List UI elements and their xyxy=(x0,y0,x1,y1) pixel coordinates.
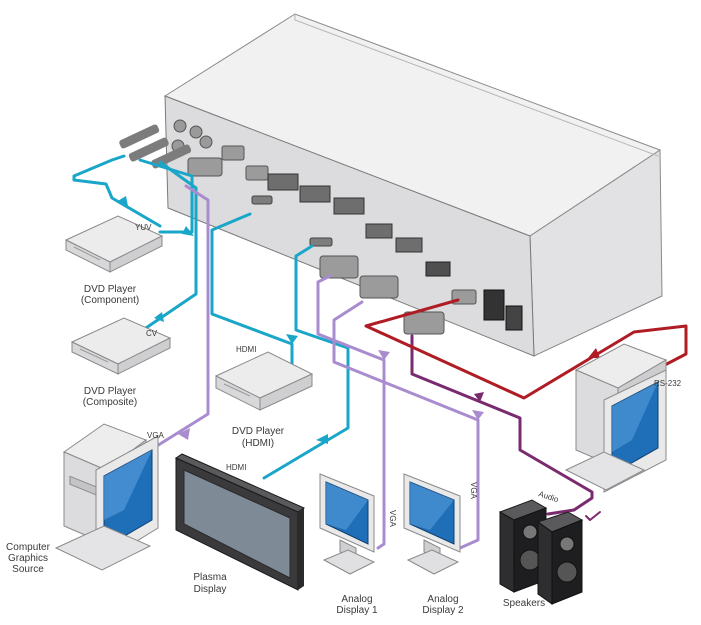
vga-output-label-2: VGA xyxy=(469,482,478,500)
rs232-label: RS-232 xyxy=(654,379,682,388)
plasma-label-1: Plasma xyxy=(193,572,227,583)
computer-label-1: Computer xyxy=(6,542,51,553)
terminal-block xyxy=(395,237,423,253)
vga-output-cable-2 xyxy=(332,300,480,550)
dvd-player-hdmi xyxy=(214,351,314,411)
vga-output-cable-1 xyxy=(316,274,386,550)
cable-arrows xyxy=(116,196,600,444)
cv-cable xyxy=(138,160,198,334)
plasma-label-2: Display xyxy=(194,584,227,595)
audio-cable xyxy=(410,334,594,516)
hdmi-port xyxy=(251,195,273,205)
vga-port xyxy=(245,165,269,181)
yuv-cable xyxy=(72,154,162,228)
dvd-component-label-1: DVD Player xyxy=(84,284,137,295)
vga-output-label-1: VGA xyxy=(388,510,397,528)
terminal-block xyxy=(267,173,299,191)
dvd-composite-label-2: (Composite) xyxy=(83,397,137,408)
hdmi-output-label: HDMI xyxy=(226,463,246,472)
switcher-unit xyxy=(163,13,663,357)
cables xyxy=(72,154,688,550)
analog2-label-1: Analog xyxy=(427,594,458,605)
speakers-label: Speakers xyxy=(503,598,545,609)
dvd-component-label-2: (Component) xyxy=(81,295,139,306)
analog1-label-2: Display 1 xyxy=(336,605,378,616)
dvd-composite-label-1: DVD Player xyxy=(84,386,137,397)
analog-display-1 xyxy=(319,473,376,575)
analog2-label-2: Display 2 xyxy=(422,605,464,616)
terminal-block xyxy=(365,223,393,239)
terminal-block xyxy=(299,185,331,203)
terminal-block xyxy=(333,197,365,215)
analog1-label-1: Analog xyxy=(341,594,372,605)
audio-cable-b xyxy=(585,511,601,521)
hdmi-output-cable xyxy=(262,244,350,480)
dvd-player-composite xyxy=(70,317,172,375)
dvd-hdmi-label-1: DVD Player xyxy=(232,426,285,437)
power-switch xyxy=(505,305,523,331)
vga-input-cable xyxy=(142,184,210,456)
computer-source xyxy=(54,423,159,571)
speakers xyxy=(498,499,584,605)
dvd-hdmi-label-2: (HDMI) xyxy=(242,438,274,449)
computer-label-2: Graphics xyxy=(8,553,48,564)
yuv-label: YUV xyxy=(135,223,152,232)
rear-panel-connectors xyxy=(119,119,523,335)
power-inlet xyxy=(483,289,505,321)
labels: YUV CV HDMI VGA HDMI VGA VGA Audio RS-23… xyxy=(6,223,682,616)
vga-port xyxy=(221,145,245,161)
vga-port xyxy=(187,157,223,177)
vga-input-label: VGA xyxy=(147,431,165,440)
terminal-block xyxy=(425,261,451,277)
audio-label: Audio xyxy=(537,489,560,504)
vga-output-connector xyxy=(403,311,445,335)
dvd-player-component xyxy=(64,215,164,273)
vga-output-connector xyxy=(359,275,399,299)
plasma-display xyxy=(174,453,306,591)
rs232-cable xyxy=(364,298,688,400)
cv-label: CV xyxy=(146,329,158,338)
bnc-connector xyxy=(199,135,213,149)
bnc-connector xyxy=(173,119,187,133)
hdmi-port xyxy=(309,237,333,247)
analog-display-2 xyxy=(403,473,461,575)
vga-output-connector xyxy=(319,255,359,279)
computer-label-3: Source xyxy=(12,564,44,575)
bnc-connector xyxy=(189,125,203,139)
controller-pc xyxy=(564,343,668,493)
hdmi-input-label: HDMI xyxy=(236,345,256,354)
